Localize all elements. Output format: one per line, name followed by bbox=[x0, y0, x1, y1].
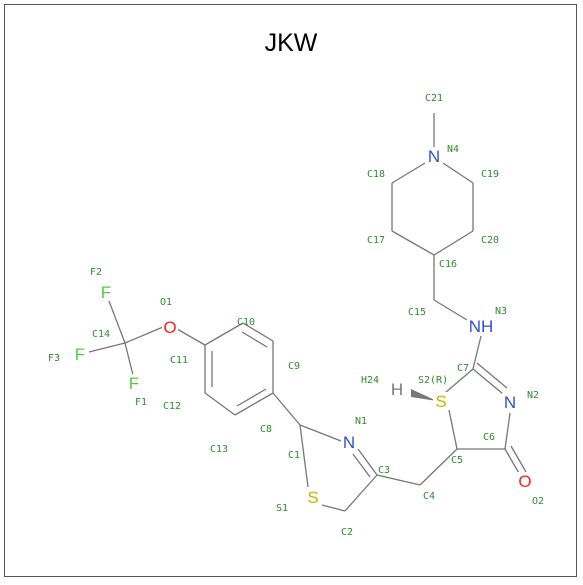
atom-n1: N bbox=[343, 433, 355, 452]
label-n1: N1 bbox=[355, 416, 367, 427]
label-o1: O1 bbox=[160, 297, 172, 308]
label-c18: C18 bbox=[367, 169, 385, 180]
bond-c17-c16 bbox=[391, 230, 435, 256]
bond-c10-c11 bbox=[204, 322, 244, 346]
bond-c14-f2 bbox=[108, 300, 126, 344]
bond-n4-c19 bbox=[442, 162, 474, 184]
label-h24: H24 bbox=[361, 375, 379, 386]
label-f1: F1 bbox=[135, 397, 147, 408]
bond-c7-n2-double bbox=[476, 362, 508, 389]
bond-c6-o2 bbox=[504, 448, 521, 476]
label-c17: C17 bbox=[367, 235, 385, 246]
label-n4: N4 bbox=[447, 144, 459, 155]
label-c9: C9 bbox=[288, 361, 300, 372]
label-o2: O2 bbox=[532, 496, 544, 507]
bond-n1-c1 bbox=[299, 424, 342, 442]
atom-f2: F bbox=[101, 283, 111, 302]
label-c10: C10 bbox=[237, 317, 255, 328]
bond-c20-c16 bbox=[433, 230, 474, 256]
atom-n4: N bbox=[428, 147, 440, 166]
atom-s2: S bbox=[435, 392, 446, 411]
bond-c14-f3 bbox=[88, 342, 126, 353]
atom-name-labels: C21 N4 C18 C19 C17 C20 C16 C15 N3 C7 H24… bbox=[48, 93, 544, 538]
label-c6: C6 bbox=[483, 432, 495, 443]
label-f2: F2 bbox=[90, 267, 102, 278]
label-n3: N3 bbox=[495, 306, 507, 317]
bond-c9-c10 bbox=[242, 322, 274, 342]
bond-c3-n1 bbox=[357, 448, 378, 476]
atom-n2: N bbox=[504, 393, 516, 412]
bond-c1-s1 bbox=[299, 424, 309, 488]
label-s1: S1 bbox=[276, 503, 288, 514]
label-c13: C13 bbox=[210, 444, 228, 455]
bond-c9-c10-double bbox=[241, 331, 268, 348]
label-c4: C4 bbox=[423, 491, 435, 502]
label-c2: C2 bbox=[341, 527, 353, 538]
label-c20: C20 bbox=[481, 235, 499, 246]
molecule-diagram: JKW bbox=[48, 29, 544, 538]
bond-c2-s1 bbox=[321, 504, 346, 512]
atom-o1: O bbox=[163, 318, 176, 337]
bond-c14-f1 bbox=[124, 342, 134, 376]
label-c12: C12 bbox=[163, 401, 181, 412]
atom-h24: H bbox=[391, 380, 403, 399]
label-c8: C8 bbox=[260, 424, 272, 435]
diagram-frame: JKW bbox=[4, 4, 577, 577]
label-c19: C19 bbox=[481, 169, 499, 180]
bond-c4-c3 bbox=[376, 474, 421, 486]
atom-o2: O bbox=[518, 472, 531, 491]
label-f3: F3 bbox=[48, 353, 60, 364]
label-n2: N2 bbox=[527, 390, 539, 401]
bond-c13-c8-double bbox=[236, 388, 267, 407]
ligand-title: JKW bbox=[265, 29, 318, 57]
atom-f3: F bbox=[75, 345, 85, 364]
atom-n3: NH bbox=[469, 317, 494, 336]
bond-c5-c4 bbox=[419, 448, 458, 486]
label-c3: C3 bbox=[378, 465, 390, 476]
label-s2: S2(R) bbox=[418, 375, 448, 386]
bond-c3-c2 bbox=[344, 474, 378, 512]
label-c14: C14 bbox=[92, 329, 110, 340]
bond-n4-c18 bbox=[391, 162, 426, 184]
bond-c13-c8 bbox=[234, 392, 274, 416]
atom-s1: S bbox=[307, 488, 318, 507]
label-c11: C11 bbox=[170, 355, 188, 366]
label-c16: C16 bbox=[439, 259, 457, 270]
bond-c15-n3 bbox=[433, 299, 468, 321]
bond-c3-n1-double bbox=[352, 453, 371, 478]
bond-c7-n2 bbox=[472, 368, 504, 395]
label-c5: C5 bbox=[451, 455, 463, 466]
bond-c1-c8 bbox=[272, 392, 301, 426]
bond-s2-c5 bbox=[448, 409, 458, 450]
bond-c7-s2 bbox=[444, 368, 474, 394]
label-c21: C21 bbox=[425, 93, 443, 104]
bond-c12-c13 bbox=[204, 392, 236, 416]
bond-n2-c6 bbox=[504, 412, 511, 450]
label-c7: C7 bbox=[457, 363, 469, 374]
label-c15: C15 bbox=[408, 307, 426, 318]
bond-o1-c14 bbox=[124, 326, 164, 344]
bond-c6-o2-double bbox=[510, 445, 527, 473]
element-symbols: N NH N S H O N S O F F F bbox=[73, 147, 533, 507]
wedge-s2-h24 bbox=[411, 389, 437, 401]
atom-f1: F bbox=[129, 374, 139, 393]
label-c1: C1 bbox=[288, 450, 300, 461]
bonds bbox=[88, 113, 527, 512]
bond-n3-c7 bbox=[472, 335, 482, 370]
bond-c11-o1 bbox=[176, 328, 206, 346]
